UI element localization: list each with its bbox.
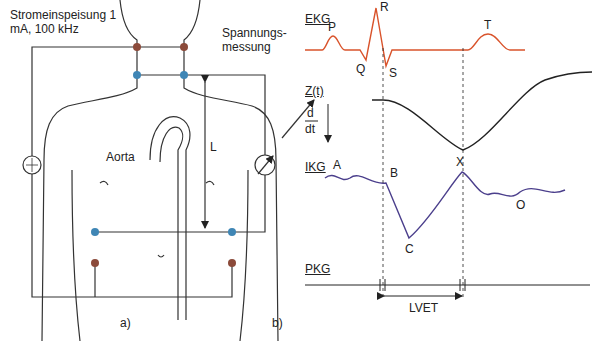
panel-label: b) [272, 316, 283, 330]
current-label: Stromeinspeisung 1 mA, 100 kHz [10, 8, 128, 36]
length-label: L [210, 140, 217, 154]
signal-name: IKG [305, 160, 326, 174]
wave-letter: Q [356, 62, 365, 76]
derivative-label: d [307, 106, 314, 120]
ekg-curve [305, 8, 525, 66]
current-circuit [23, 47, 232, 297]
ikg-curve [325, 172, 565, 238]
wave-letter: R [380, 0, 389, 14]
wave-letter: S [389, 66, 397, 80]
wave-letter: C [405, 242, 414, 256]
signal-name: EKG [305, 12, 330, 26]
aorta-label: Aorta [106, 150, 135, 164]
wave-letter: A [333, 158, 341, 172]
wave-letter: P [328, 20, 336, 34]
fraction-bar [305, 121, 318, 122]
impedance-curve [372, 72, 592, 150]
lvet-arrow [384, 296, 462, 297]
aorta [150, 117, 190, 320]
signal-name: PKG [305, 262, 330, 276]
panel-label: a) [120, 316, 131, 330]
interval-label: LVET [409, 301, 438, 315]
voltage-circuit [95, 75, 314, 232]
signal-name: Z(t) [305, 84, 324, 98]
wave-letter: O [516, 198, 525, 212]
wave-letter: X [456, 155, 464, 169]
pkg-line [305, 279, 590, 291]
voltage-label: Spannungs- messung [222, 26, 292, 54]
wave-letter: B [390, 166, 398, 180]
derivative-label: dt [305, 122, 315, 136]
signals [305, 8, 592, 300]
marker-lines [383, 48, 463, 300]
wave-letter: T [484, 18, 491, 32]
electrodes [91, 43, 236, 267]
derivative-arrow [328, 104, 329, 142]
